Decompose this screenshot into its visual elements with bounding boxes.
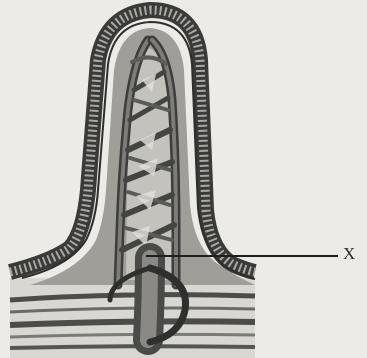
base-tissue-layers [10, 278, 255, 358]
label-x: X [343, 244, 355, 264]
